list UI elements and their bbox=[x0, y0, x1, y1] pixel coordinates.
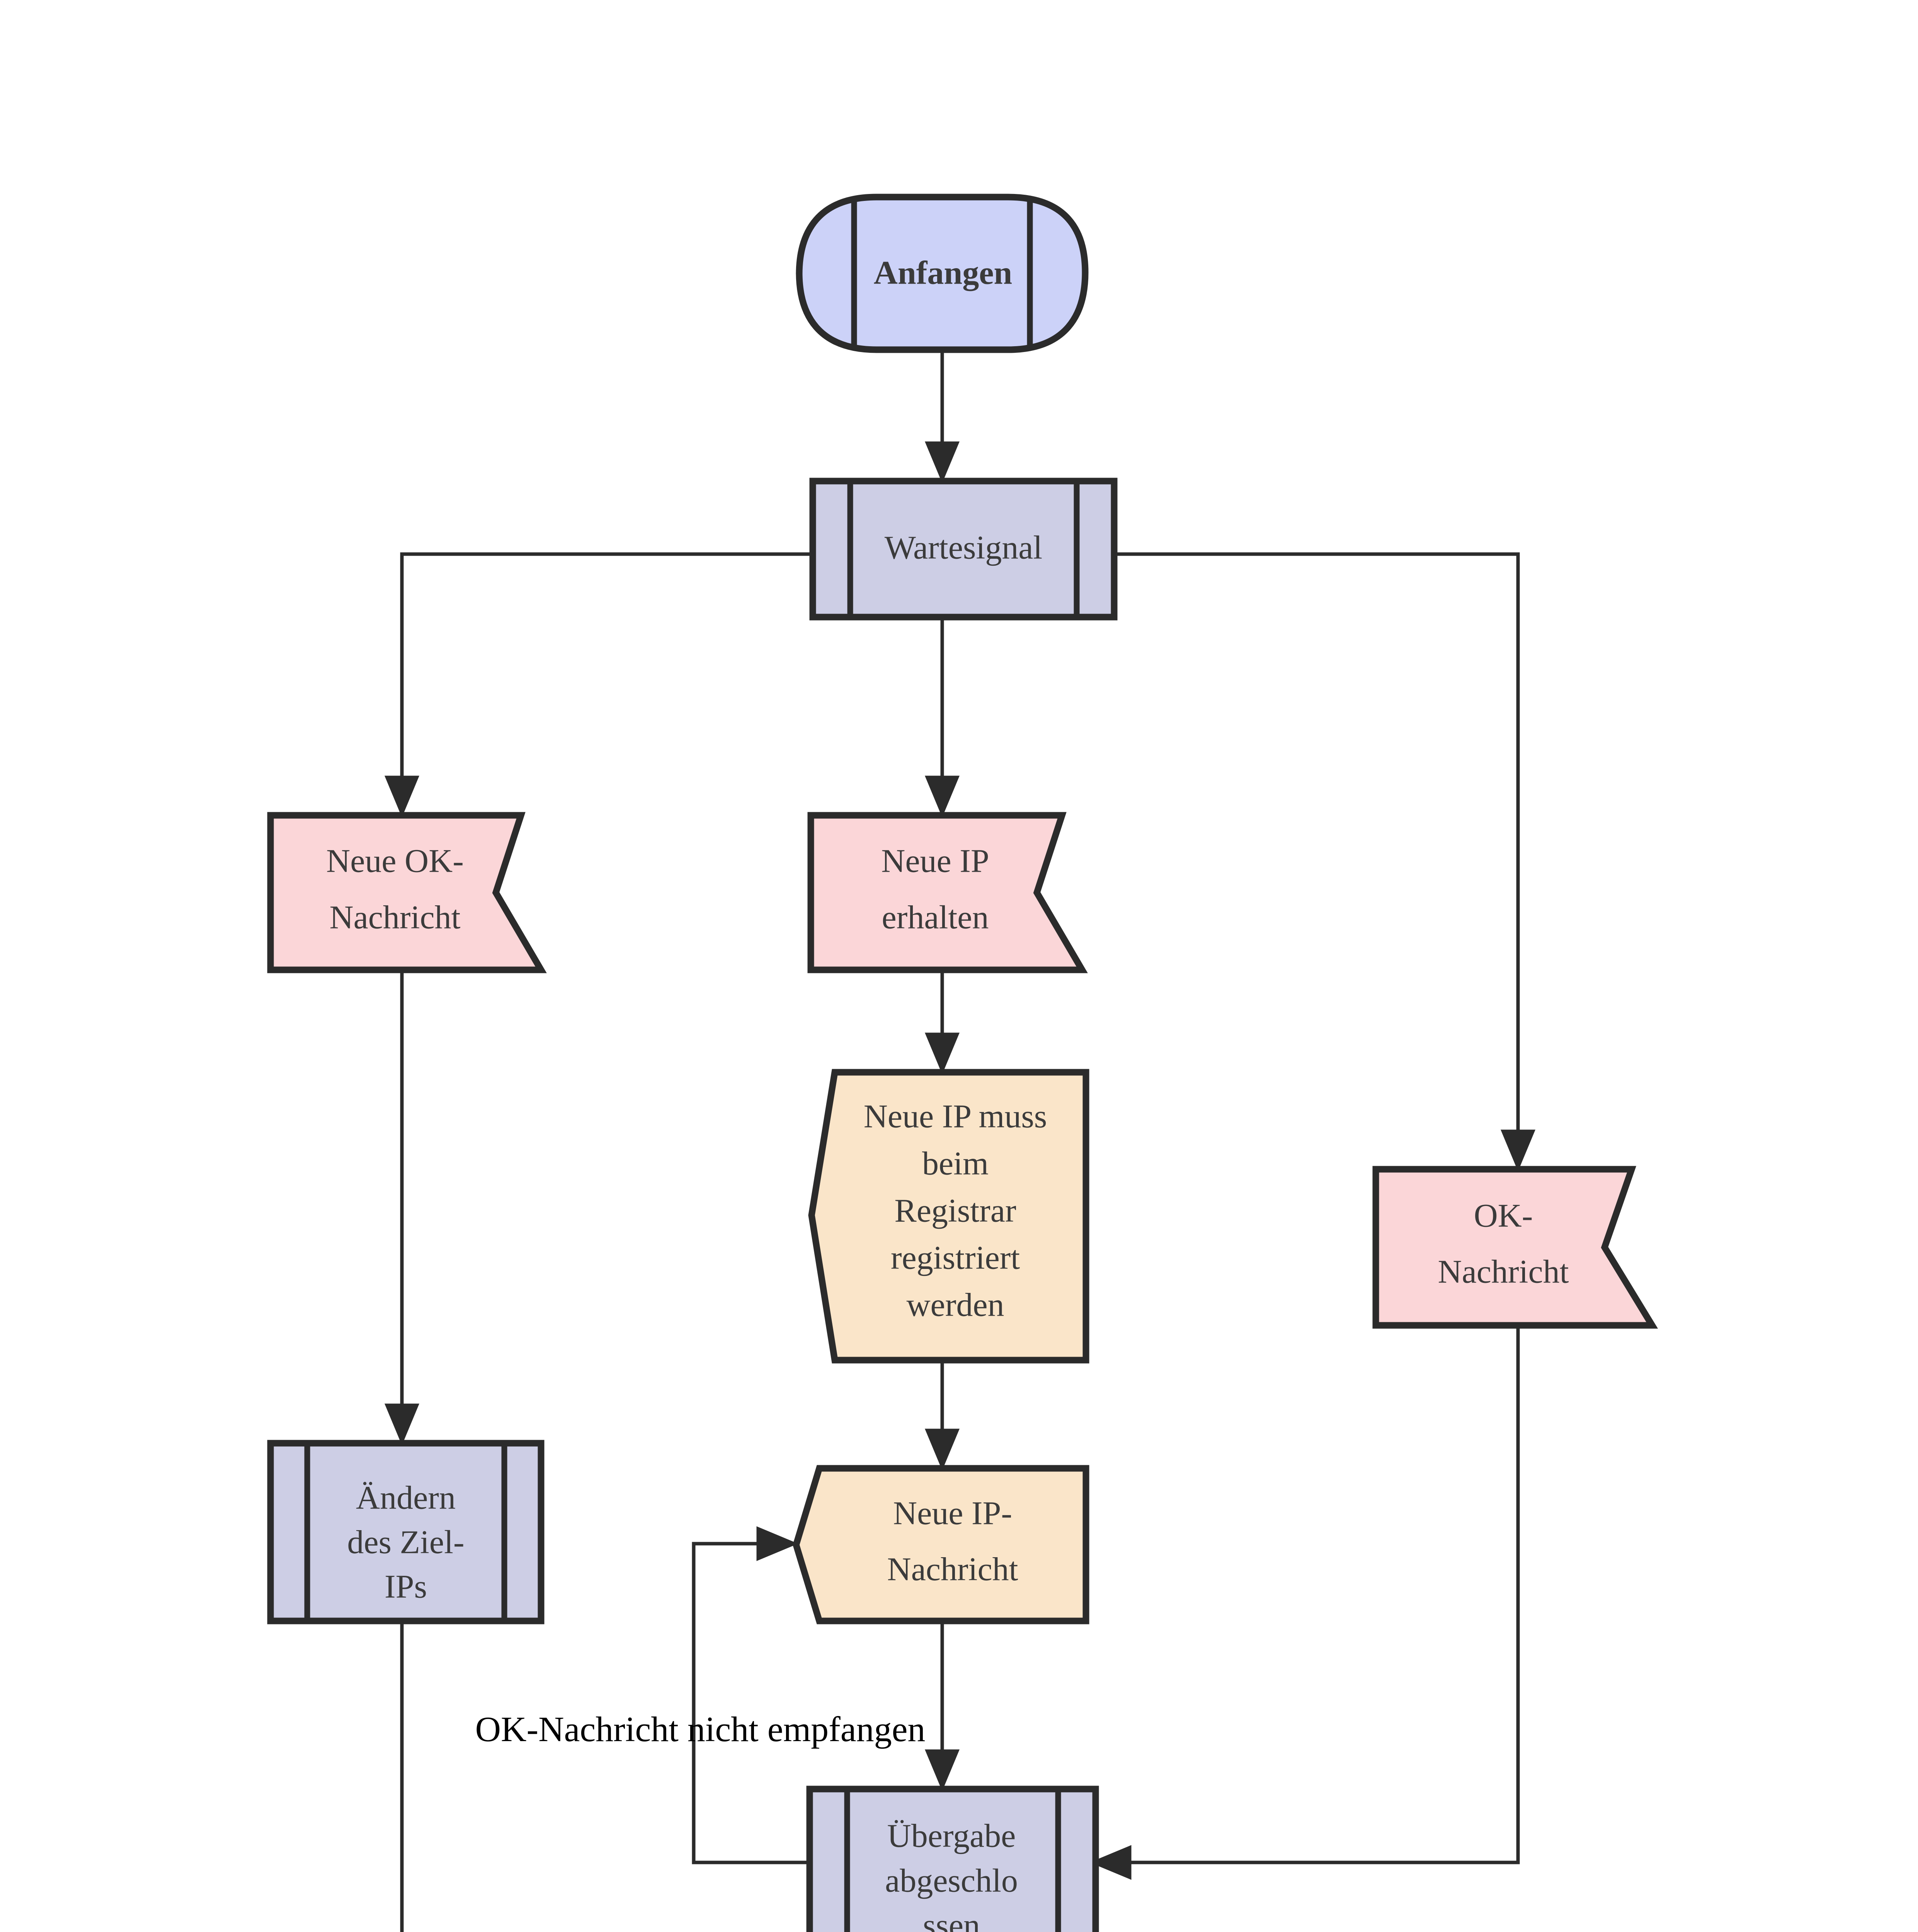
aendern-ziel-ips-shape bbox=[267, 1440, 545, 1624]
ok-nachricht-shape bbox=[1372, 1166, 1658, 1329]
ok-nachricht-line2: Nachricht bbox=[1438, 1253, 1569, 1290]
aendern-line1: Ändern bbox=[356, 1479, 456, 1516]
neue-ip-nachricht-line2: Nachricht bbox=[887, 1551, 1018, 1588]
node-neue-ip-erhalten[interactable]: Neue IP erhalten bbox=[807, 812, 1088, 973]
neue-ip-registrieren-line4: registriert bbox=[891, 1239, 1020, 1276]
neue-ip-registrieren-line1: Neue IP muss bbox=[864, 1098, 1047, 1135]
node-uebergabe-abgeschlossen[interactable]: Übergabe abgeschlo ssen bbox=[806, 1786, 1099, 1932]
wartesignal-top-shape bbox=[809, 478, 1118, 621]
neue-ok-nachricht-shape bbox=[267, 812, 547, 973]
node-neue-ip-registrieren[interactable]: Neue IP muss beim Registrar registriert … bbox=[808, 1069, 1089, 1364]
neue-ip-registrieren-line5: werden bbox=[906, 1286, 1004, 1323]
neue-ok-nachricht-line2: Nachricht bbox=[329, 899, 460, 936]
neue-ip-registrieren-line2: beim bbox=[922, 1145, 989, 1182]
edge-ok-nachricht-to-uebergabe bbox=[1089, 1325, 1520, 1880]
node-ok-nachricht[interactable]: OK- Nachricht bbox=[1372, 1166, 1658, 1329]
edge-aendern-to-wartesignal-bottom bbox=[400, 1621, 404, 1932]
edge-label-ok-nicht-empfangen: OK-Nachricht nicht empfangen bbox=[475, 1709, 926, 1749]
edge-label-text: OK-Nachricht nicht empfangen bbox=[475, 1709, 926, 1749]
uebergabe-line3: ssen bbox=[923, 1907, 980, 1932]
node-neue-ip-nachricht[interactable]: Neue IP- Nachricht bbox=[793, 1465, 1089, 1624]
edge-wartesignal-top-to-ok-nachricht bbox=[1089, 552, 1535, 1172]
aendern-line2: des Ziel- bbox=[347, 1524, 464, 1561]
aendern-line3: IPs bbox=[385, 1568, 427, 1605]
neue-ip-nachricht-line1: Neue IP- bbox=[893, 1495, 1012, 1532]
edge-uebergabe-retry-to-neue-ip-nachricht bbox=[692, 1526, 810, 1864]
neue-ip-erhalten-line2: erhalten bbox=[882, 899, 989, 936]
node-neue-ok-nachricht[interactable]: Neue OK- Nachricht bbox=[267, 812, 547, 973]
edges-layer bbox=[385, 350, 1535, 1932]
neue-ip-registrieren-line3: Registrar bbox=[894, 1192, 1016, 1229]
anfangen-label: Anfangen bbox=[874, 254, 1012, 291]
uebergabe-line2: abgeschlo bbox=[885, 1862, 1018, 1899]
neue-ok-nachricht-line1: Neue OK- bbox=[326, 842, 464, 879]
ok-nachricht-line1: OK- bbox=[1474, 1197, 1533, 1234]
node-aendern-ziel-ips[interactable]: Ändern des Ziel- IPs bbox=[267, 1440, 545, 1624]
neue-ip-nachricht-shape bbox=[793, 1465, 1089, 1624]
node-wartesignal-top[interactable]: Wartesignal bbox=[809, 478, 1118, 621]
neue-ip-registrieren-shape bbox=[808, 1069, 1089, 1364]
neue-ip-erhalten-shape bbox=[807, 812, 1088, 973]
anfangen-shape bbox=[796, 194, 1089, 353]
edge-wartesignal-top-to-neue-ok-nachricht bbox=[385, 552, 813, 818]
node-anfangen[interactable]: Anfangen bbox=[796, 194, 1089, 353]
uebergabe-line1: Übergabe bbox=[887, 1817, 1016, 1854]
neue-ip-erhalten-line1: Neue IP bbox=[881, 842, 989, 879]
uebergabe-shape bbox=[806, 1786, 1099, 1932]
wartesignal-top-label: Wartesignal bbox=[885, 529, 1043, 566]
